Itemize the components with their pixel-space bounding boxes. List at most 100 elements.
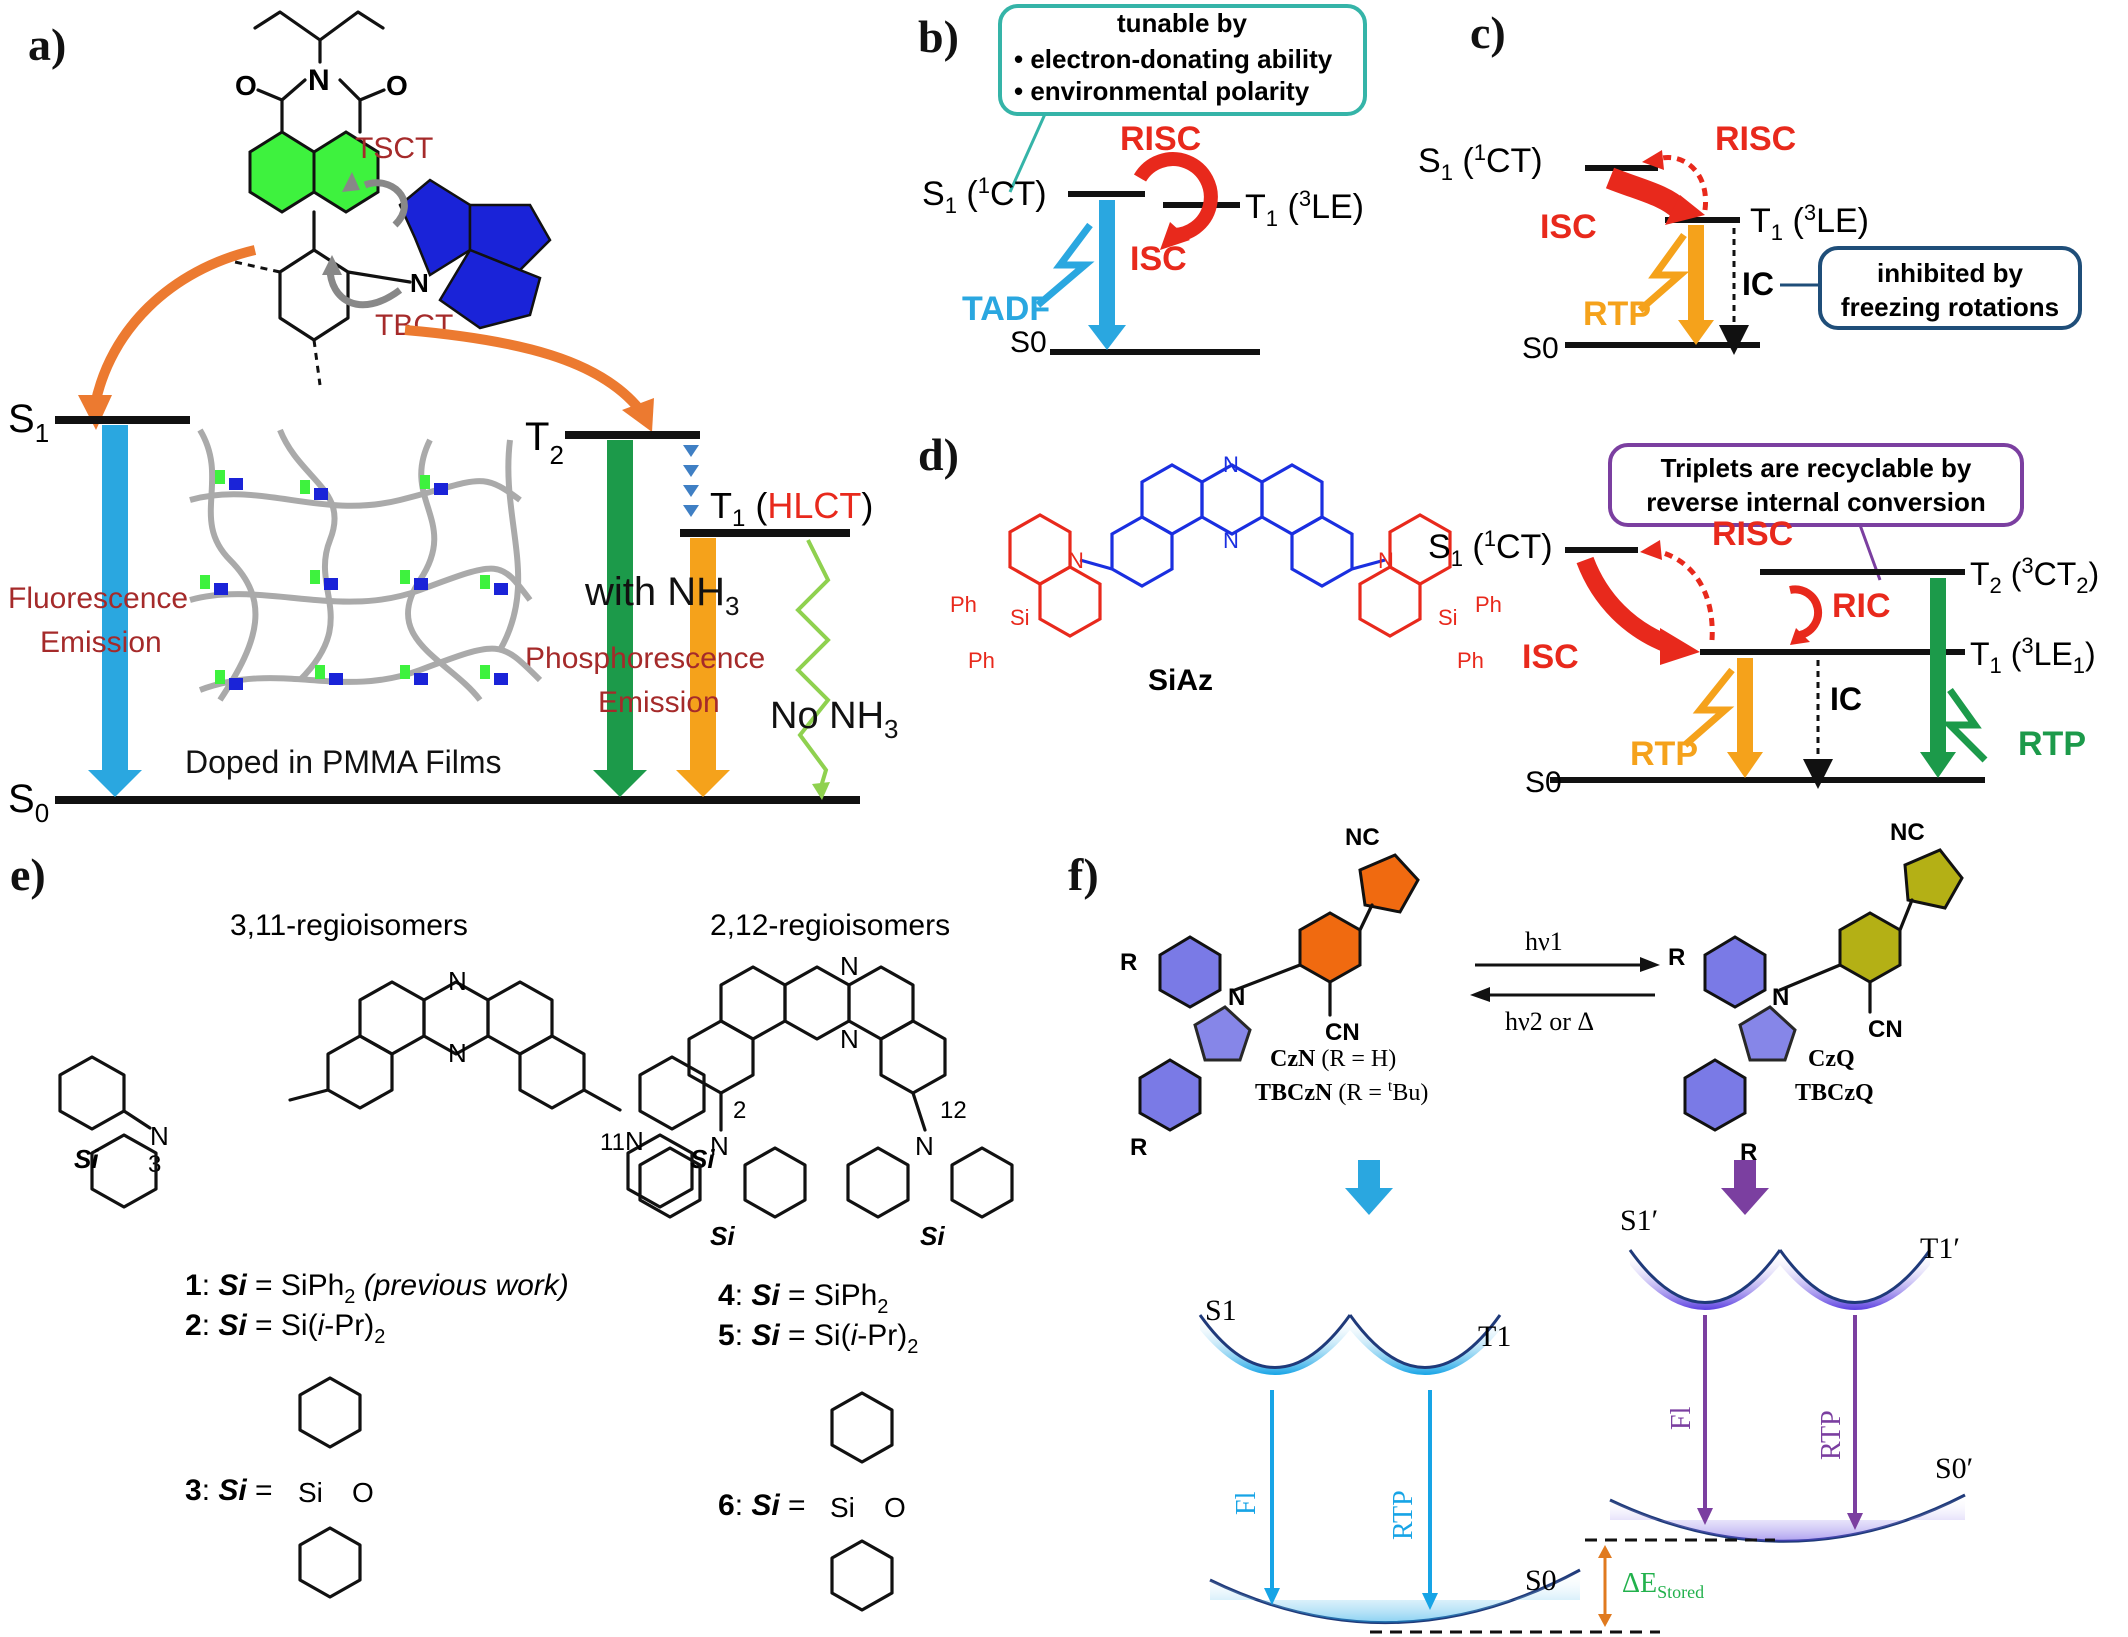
regio-212-si-right: Si	[920, 1221, 945, 1251]
panel-f-label: f)	[1068, 849, 1099, 900]
compound-2: 2: Si = Si(i-Pr)2	[185, 1309, 385, 1348]
compound-4: 4: Si = SiPh2	[718, 1279, 888, 1318]
nh3-emission-arrow	[690, 538, 716, 770]
c-risc-head	[1642, 150, 1664, 170]
fluorescence-label-1: Fluorescence	[8, 582, 188, 615]
d-isc-head	[1660, 628, 1700, 665]
panel-d: d) N N N Si Ph Ph	[918, 429, 2099, 799]
phosphorescence-arrowhead	[593, 770, 647, 797]
co-right	[358, 88, 386, 102]
panel-a-label: a)	[28, 19, 66, 70]
phenoxasiline-right	[830, 1391, 894, 1612]
siaz-n-bottom: N	[1223, 528, 1239, 553]
b-cycle-head	[1160, 222, 1190, 250]
c-inhibited-box	[1818, 246, 2082, 330]
b-tadf-arrowhead	[1088, 325, 1126, 350]
b-isc-label: ISC	[1130, 240, 1187, 278]
czn-n-atom: N	[1228, 984, 1245, 1011]
regio-212-pos12: 12	[940, 1097, 967, 1124]
phosphorescence-label-1: Phosphorescence	[525, 642, 765, 675]
regio-311-si-left: Si	[74, 1144, 99, 1174]
co-left	[256, 88, 284, 102]
d-ric-label: RIC	[1832, 587, 1891, 625]
d-rtp-green-head	[1920, 752, 1956, 778]
f-s0-label: S0	[1525, 1564, 1557, 1597]
b-risc-label: RISC	[1120, 120, 1201, 158]
d-rtp-green-label: RTP	[2018, 725, 2086, 763]
pmma-network	[189, 428, 543, 702]
regio-311-core	[326, 980, 586, 1110]
czn-r-bottom: R	[1130, 1134, 1147, 1161]
d-t2-text: T2 (3CT2)	[1970, 553, 2099, 598]
d-rtp-orange-zigzag	[1682, 667, 1735, 748]
stored-energy-label: ΔEStored	[1622, 1568, 1704, 1602]
czq-n-atom: N	[1772, 984, 1789, 1011]
regio-311-n-left: N	[150, 1121, 169, 1151]
b-tadf-arrow	[1099, 200, 1115, 330]
siaz-left-link	[1079, 558, 1113, 571]
panel-f: f) N NC CN R R CzN (R = H) TBCzN (R = tB…	[1068, 819, 1973, 1634]
phenoxasiline-left	[298, 1376, 362, 1599]
b-t1-text: T1 (3LE)	[1245, 186, 1364, 231]
b-s0-text: S0	[1010, 326, 1047, 359]
panel-b: b) tunable by • electron-donating abilit…	[918, 4, 1367, 359]
regio-212-n-left: N	[710, 1131, 729, 1161]
regio-212-n-right: N	[915, 1131, 934, 1161]
tbczn-name: TBCzN (R = tBu)	[1255, 1078, 1428, 1106]
naphthalimide-core	[248, 130, 380, 214]
compound-3: 3: Si =	[185, 1474, 273, 1507]
d-rtp-green-arrow	[1930, 578, 1946, 756]
no-nh3-label: No NH3	[770, 695, 899, 744]
tsct-arrow	[363, 179, 408, 228]
dashed-bond-left	[234, 260, 281, 274]
s1p-well-fill	[1630, 1250, 1780, 1310]
t2-text: T2	[525, 415, 564, 470]
panel-e: e) 3,11-regioisomers 2,12-regioisomers N…	[10, 849, 1014, 1612]
regio-212-pos2: 2	[733, 1097, 746, 1124]
s1-text: S1	[8, 397, 49, 448]
s0p-well-fill	[1610, 1495, 1965, 1542]
siaz-ph-left-2: Ph	[968, 648, 995, 673]
d-s0-text: S0	[1525, 766, 1562, 799]
t1p-well	[1778, 1249, 1932, 1304]
fluorescence-label-2: Emission	[40, 626, 162, 659]
phenoxasiline-si-right: Si	[830, 1492, 855, 1523]
regio-311-si-right: Si	[690, 1144, 715, 1174]
hv1-label: hν1	[1525, 927, 1563, 956]
fluorescence-arrow	[102, 425, 128, 770]
phenoxasiline-si-left: Si	[298, 1477, 323, 1508]
c-risc-arrow	[1654, 154, 1709, 211]
tunable-pointer	[1008, 113, 1047, 193]
f-rtp-label: RTP	[1388, 1490, 1419, 1540]
panel-b-label: b)	[918, 11, 959, 62]
imide-n-atom: N	[308, 64, 330, 97]
t1p-well-fill	[1780, 1250, 1930, 1310]
c-box-line-1: inhibited by	[1877, 258, 2023, 288]
siaz-n-left: N	[1068, 548, 1084, 573]
f-t1p-label: T1′	[1920, 1232, 1960, 1265]
hv1-arrowhead	[1640, 957, 1660, 972]
b-tadf-zigzag	[1035, 222, 1095, 308]
tunable-title: tunable by	[1117, 8, 1248, 38]
s1p-well	[1628, 1249, 1782, 1304]
s0-well-fill	[1210, 1570, 1580, 1623]
tbct-arrow	[326, 267, 403, 309]
phenoxasiline-o-left: O	[352, 1477, 374, 1508]
regio-311-n-right: N	[625, 1126, 644, 1156]
d-rtp-orange-arrow	[1737, 658, 1753, 756]
doped-pmma-label: Doped in PMMA Films	[185, 744, 502, 780]
d-rtp-orange-head	[1727, 752, 1763, 778]
s1-well-fill	[1200, 1315, 1350, 1375]
imide-left-bond	[280, 78, 307, 134]
d-risc-arrow	[1649, 547, 1715, 641]
f-rtp2-label: RTP	[1816, 1410, 1847, 1460]
czn-r-top: R	[1120, 949, 1137, 976]
regio-311-link-right	[582, 1088, 622, 1112]
d-box-line-2: reverse internal conversion	[1646, 487, 1986, 517]
f-fl-head	[1264, 1588, 1280, 1605]
compound-1: 1: Si = SiPh2 (previous work)	[185, 1269, 569, 1308]
regio-311-n-bottom: N	[448, 1038, 467, 1068]
f-rtp2-head	[1847, 1513, 1863, 1530]
regio-311-link-left	[288, 1088, 330, 1102]
regio-212-n-top: N	[840, 951, 859, 981]
